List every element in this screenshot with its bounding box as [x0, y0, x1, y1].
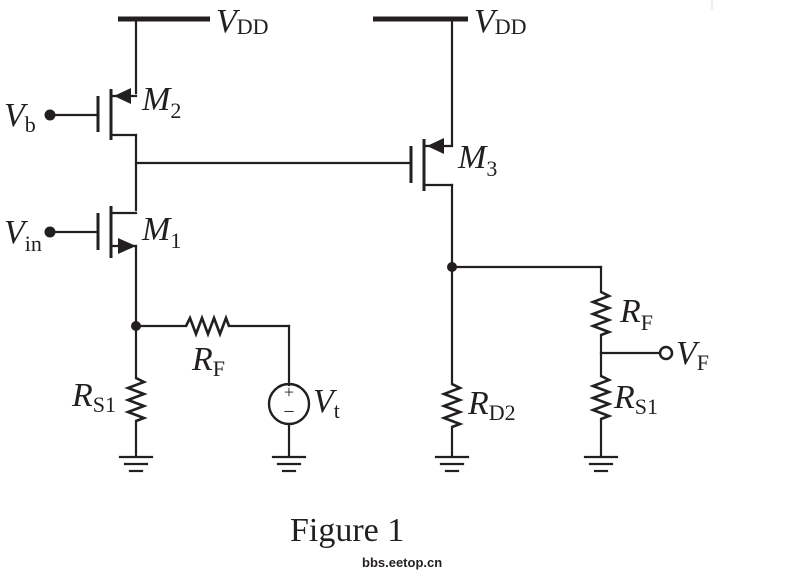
voltage-source-vt: + −	[267, 382, 311, 426]
label-m1: M1	[141, 211, 181, 253]
vt-minus-sign: −	[283, 401, 294, 423]
vf-terminal	[658, 345, 674, 361]
vin-terminal	[44, 226, 56, 238]
label-vin: Vin	[4, 214, 42, 256]
resistor-rs1-left	[124, 376, 148, 423]
label-vt: Vt	[313, 383, 340, 423]
figure-caption: Figure 1	[290, 512, 404, 549]
m3-arrow-icon	[427, 138, 444, 154]
ground-icon	[434, 455, 470, 473]
resistor-rf-left	[184, 314, 231, 338]
label-rd2: RD2	[467, 385, 516, 425]
label-m3: M3	[457, 139, 497, 181]
transistor-m1	[96, 206, 138, 380]
resistor-rf-right	[589, 290, 613, 337]
label-rf-right: RF	[619, 293, 653, 335]
label-vdd-right: VDD	[474, 3, 527, 40]
vb-terminal	[44, 109, 56, 121]
ground-icon	[118, 455, 154, 473]
ground-icon	[583, 455, 619, 473]
transistor-m2	[96, 88, 138, 212]
resistor-rs1-right	[589, 374, 613, 421]
m2-arrow-icon	[114, 88, 131, 104]
ground-icon	[271, 455, 307, 473]
resistor-rd2	[440, 382, 464, 429]
m1-arrow-icon	[118, 238, 136, 254]
label-m2: M2	[141, 81, 181, 123]
label-rf-left: RF	[191, 341, 225, 381]
label-vdd-left: VDD	[216, 3, 269, 40]
label-rs1-left: RS1	[71, 377, 116, 417]
label-rs1-right: RS1	[613, 379, 658, 419]
label-vf: VF	[676, 335, 709, 375]
watermark-text: bbs.eetop.cn	[362, 555, 442, 570]
transistor-m3	[409, 138, 454, 191]
label-vb: Vb	[4, 97, 36, 137]
vt-plus-sign: +	[284, 382, 294, 402]
